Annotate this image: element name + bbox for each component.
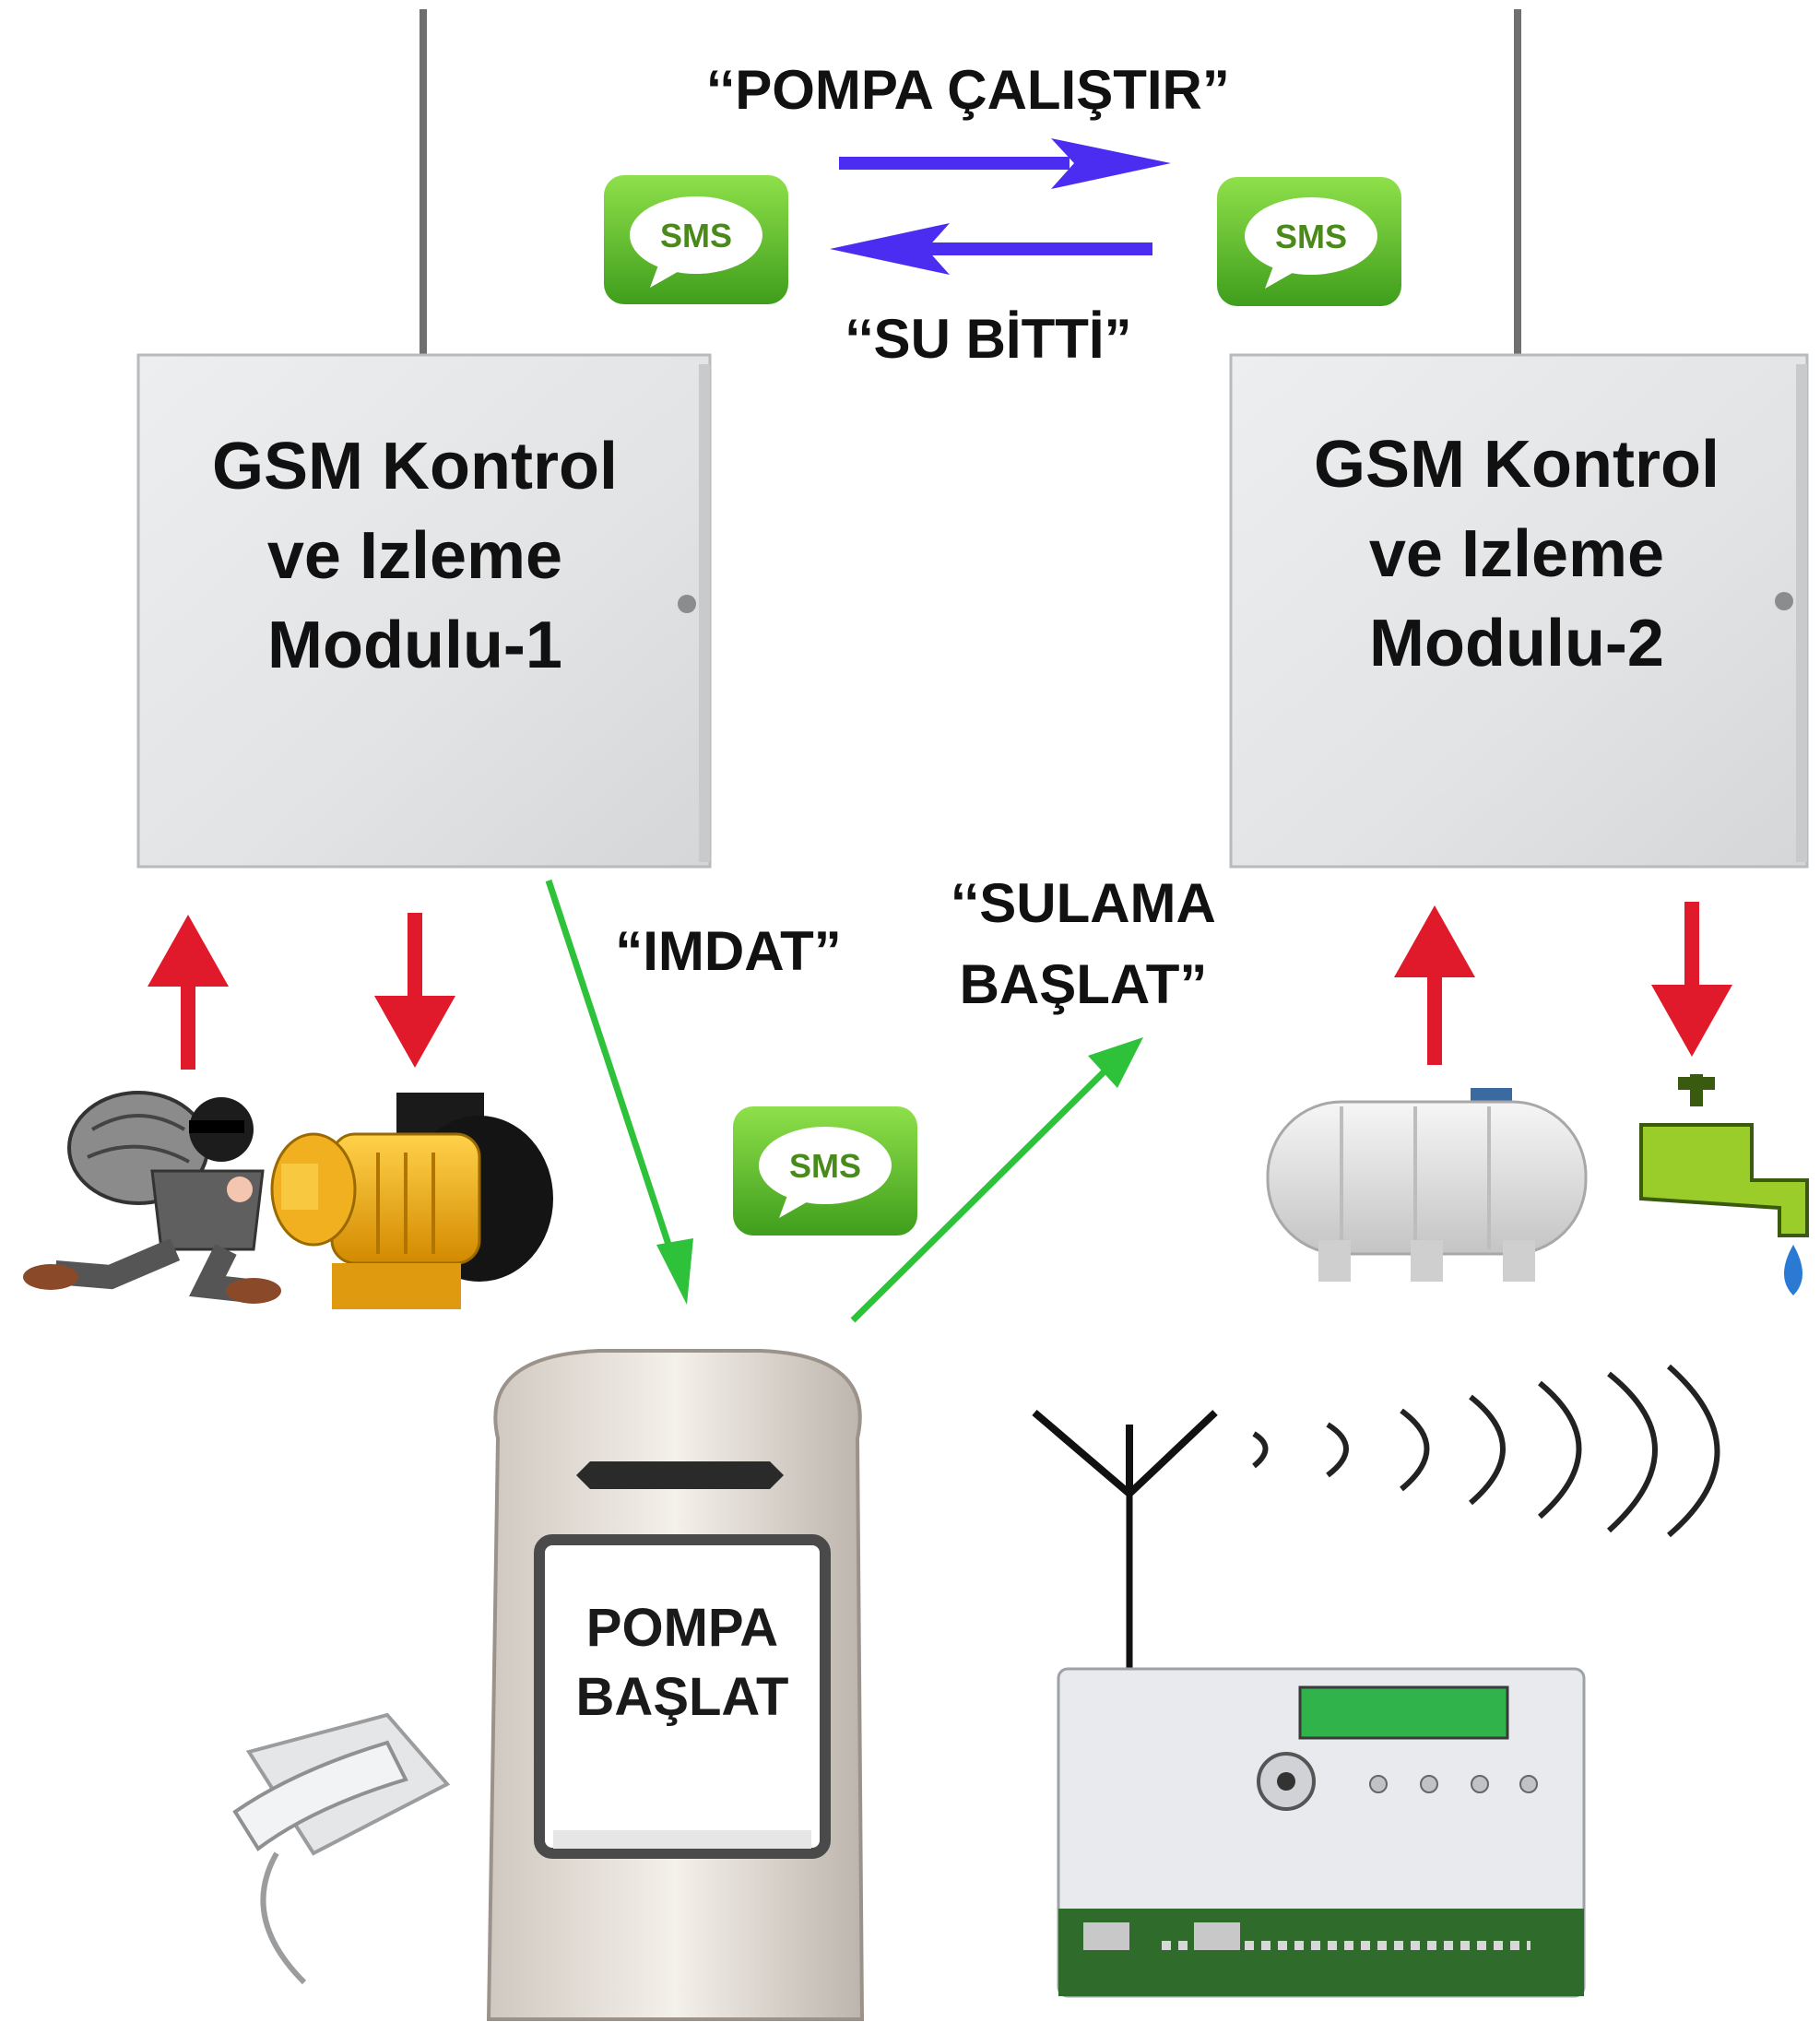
signal-waves-icon (1252, 1364, 1720, 1538)
module-1-title-line2: ve Izleme (267, 519, 562, 593)
sms-badge-center: SMS (733, 1106, 917, 1236)
module-2-title-line3: Modulu-2 (1369, 607, 1664, 680)
sms-label-center: SMS (789, 1147, 861, 1185)
module-1-antenna (420, 9, 427, 360)
control-button (1519, 1775, 1538, 1793)
water-tank-icon (1266, 1088, 1588, 1282)
output-arrow-down-right (1651, 902, 1732, 1057)
arrow-sulama-baslat (850, 1037, 1143, 1323)
module-2-title-line1: GSM Kontrol (1314, 428, 1720, 502)
input-arrow-up-right (1394, 905, 1475, 1065)
message-sulama-line2: BAŞLAT” (960, 953, 1208, 1015)
water-tap-icon (1639, 1074, 1809, 1295)
arrow-su-bitti (830, 223, 1152, 275)
module-2-title-line2: ve Izleme (1369, 517, 1664, 591)
sms-badge-right: SMS (1217, 177, 1401, 306)
message-su-bitti: ‘‘SU BİTTİ” (845, 308, 1131, 370)
antenna-tower-icon (1032, 1409, 1218, 1683)
gsm-control-board (1057, 1667, 1586, 1998)
message-pompa-calistir: ‘‘POMPA ÇALIŞTIR” (706, 59, 1230, 121)
speech-bubble-icon (630, 196, 762, 274)
input-arrow-up-left (148, 915, 229, 1070)
phone-screen-line1: POMPA (586, 1598, 778, 1658)
arrow-imdat (545, 879, 693, 1305)
module-1-title-line1: GSM Kontrol (212, 430, 618, 503)
arrow-pompa-calistir (839, 138, 1171, 189)
speech-bubble-icon (759, 1127, 892, 1204)
water-pump-icon (270, 1093, 553, 1309)
lcd-display (1298, 1685, 1509, 1740)
speech-bubble-icon (1245, 197, 1377, 275)
sms-label-right: SMS (1275, 218, 1347, 255)
control-button (1369, 1775, 1388, 1793)
earpiece-icon (576, 1461, 784, 1489)
module-2: GSM Kontrol ve Izleme Modulu-2 (1229, 9, 1809, 869)
desk-phone-icon (232, 1712, 451, 1985)
module-1-lock-icon (678, 595, 696, 613)
module-2-lock-icon (1775, 592, 1793, 610)
module-2-panel (1229, 353, 1809, 869)
thief-icon (23, 1091, 281, 1304)
control-button (1420, 1775, 1438, 1793)
circuit-board (1058, 1909, 1584, 1996)
mobile-phone: POMPA BAŞLAT (486, 1349, 865, 2021)
sms-label-left: SMS (660, 217, 732, 254)
module-1-title-line3: Modulu-1 (267, 609, 562, 682)
module-2-antenna (1514, 9, 1521, 355)
phone-screen (534, 1534, 831, 1859)
control-button (1471, 1775, 1489, 1793)
module-1: GSM Kontrol ve Izleme Modulu-1 (136, 9, 712, 869)
module-1-panel (136, 353, 712, 869)
sms-badge-left: SMS (604, 175, 788, 304)
phone-screen-line2: BAŞLAT (576, 1667, 789, 1727)
message-sulama-line1: ‘‘SULAMA (951, 872, 1216, 934)
output-arrow-down-left (374, 913, 455, 1068)
message-imdat: “IMDAT” (615, 920, 842, 982)
